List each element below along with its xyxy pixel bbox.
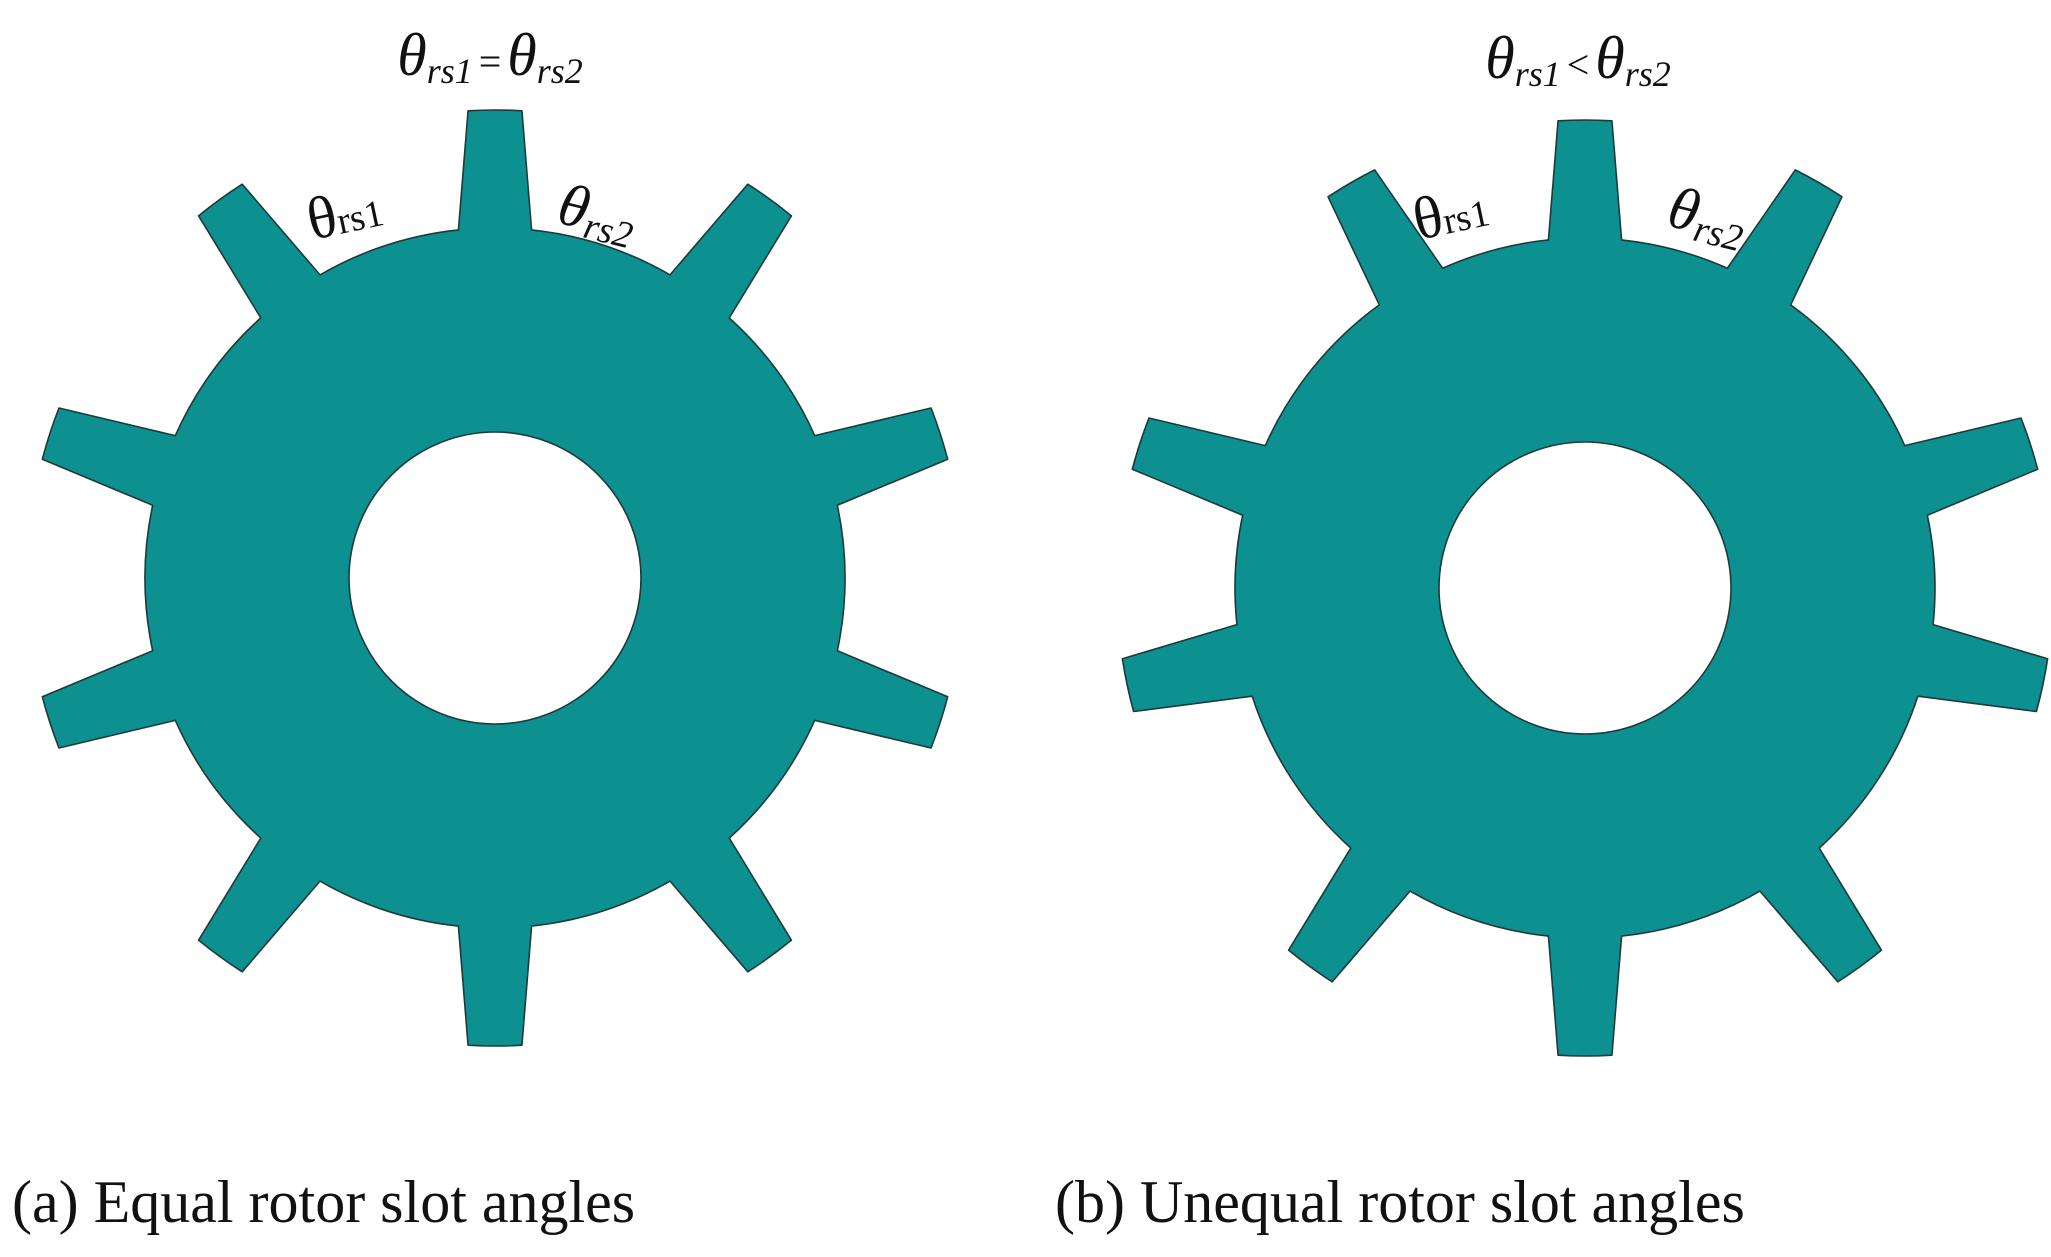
rotor-b-relation-operator: < (1567, 42, 1590, 87)
rotor-a-relation-operator: = (479, 39, 502, 84)
rotor-b-relation-theta-right: θ (1595, 25, 1624, 91)
rotor-b-relation-theta-left: θ (1485, 25, 1514, 91)
rotor-a-relation-sub-right: rs2 (537, 51, 583, 91)
rotor-a-relation-theta-right: θ (507, 22, 536, 88)
rotor-a-bore (348, 431, 642, 725)
rotor-a-relation-label: θrs1=θrs2 (397, 22, 583, 91)
rotor-b-bore (1438, 441, 1732, 735)
rotor-b-relation-label: θrs1<θrs2 (1485, 25, 1671, 94)
rotor-a-slot-label-2: θrs2 (551, 171, 644, 258)
rotor-b-relation-sub-left: rs1 (1515, 54, 1561, 94)
rotor-a-relation-theta-left: θ (397, 22, 426, 88)
rotor-a-relation-sub-left: rs1 (427, 51, 473, 91)
rotor-b-slot-label-1: θrs1 (1407, 173, 1494, 253)
rotor-a-slot-label-1: θrs1 (301, 173, 388, 253)
rotor-b-slot-1-sub: rs1 (1439, 192, 1493, 243)
caption-b: (b) Unequal rotor slot angles (1055, 1169, 1745, 1235)
rotor-a-slot-1-sub: rs1 (333, 192, 387, 243)
rotor-b-slot-label-2: θrs2 (1661, 174, 1754, 261)
rotor-b-relation-sub-right: rs2 (1625, 54, 1671, 94)
rotor-b: θrs1<θrs2 θrs1 θrs2 (b) Unequal rotor sl… (1055, 25, 2049, 1235)
rotor-b-slot-2-sub: rs2 (1689, 208, 1746, 261)
rotor-a: θrs1=θrs2 θrs1 θrs2 (a) Equal rotor slot… (12, 22, 949, 1235)
caption-a: (a) Equal rotor slot angles (12, 1169, 635, 1235)
